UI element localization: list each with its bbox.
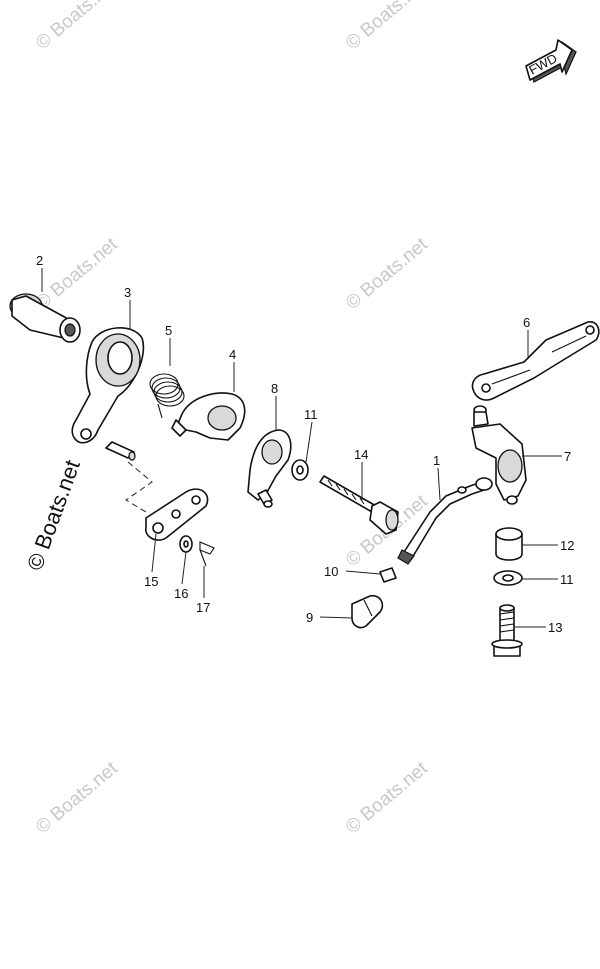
part-14-bolt [319, 475, 399, 535]
callout-14: 14 [354, 447, 368, 462]
part-8-bracket [247, 429, 292, 508]
callout-4: 4 [229, 347, 236, 362]
assembly-line [125, 461, 153, 513]
callout-11-lower: 11 [560, 572, 574, 587]
callout-7: 7 [564, 449, 571, 464]
part-12-sleeve [495, 527, 523, 561]
part-3-lever [71, 327, 145, 444]
callout-12: 12 [560, 538, 574, 553]
part-7-bracket [471, 405, 527, 505]
part-9-spring [149, 373, 185, 419]
part-10-clip [379, 567, 397, 583]
part-1-rod [397, 477, 493, 565]
callout-10: 10 [324, 564, 338, 579]
callout-11-upper: 11 [304, 407, 318, 422]
part-13-flange-bolt [491, 604, 523, 657]
callout-5: 9 [306, 610, 313, 625]
part-5-connector [351, 594, 384, 629]
callout-13: 13 [548, 620, 562, 635]
callout-3: 3 [124, 285, 131, 300]
leader-lines [41, 268, 562, 628]
part-4-cam [171, 392, 246, 441]
fwd-arrow-icon: FWD [525, 39, 577, 83]
callout-2: 2 [36, 253, 43, 268]
part-17-cotter-pin [199, 541, 215, 567]
part-15-pin [105, 441, 136, 461]
part-11-washer-upper [291, 459, 309, 481]
part-11-washer-lower [493, 570, 523, 586]
callout-numbers: 2 3 5 4 8 11 14 1 6 7 12 11 13 10 9 15 1… [36, 253, 574, 635]
part-2-bushing [9, 293, 81, 343]
callout-1: 1 [433, 453, 440, 468]
part-6-link-arm [471, 321, 600, 401]
callout-9: 5 [165, 323, 172, 338]
callout-16: 16 [174, 586, 188, 601]
part-15-lever-plate [145, 488, 209, 541]
part-16-washer [179, 535, 193, 553]
callout-6: 6 [523, 315, 530, 330]
callout-15: 15 [144, 574, 158, 589]
callout-17: 17 [196, 600, 210, 615]
callout-8: 8 [271, 381, 278, 396]
